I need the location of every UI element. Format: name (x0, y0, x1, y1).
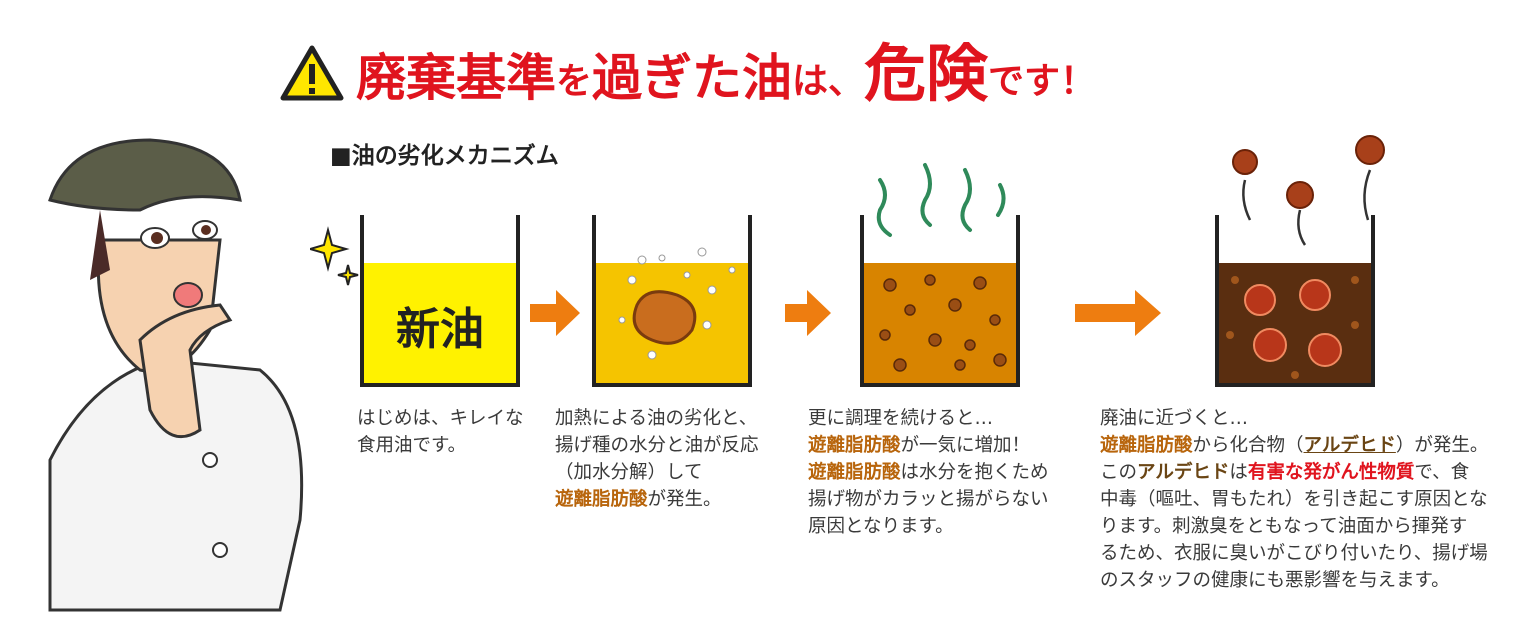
keyword-free-fatty-acid: 遊離脂肪酸 (555, 489, 648, 510)
oil-fill (1219, 263, 1371, 383)
beaker-waste-oil (1215, 215, 1375, 387)
step-4-description: 廃油に近づくと… 遊離脂肪酸から化合物（アルデヒド）が発生。 このアルデヒドは有… (1100, 405, 1488, 594)
chef-illustration (48, 138, 304, 612)
title-part: 過ぎた油 (592, 49, 793, 107)
desc-line: 遊離脂肪酸が一気に増加！ (808, 432, 1049, 459)
keyword-carcinogen: 有害な発がん性物質 (1247, 462, 1415, 483)
title-part: を (556, 61, 593, 102)
keyword-free-fatty-acid: 遊離脂肪酸 (808, 435, 901, 456)
desc-line: 遊離脂肪酸から化合物（アルデヒド）が発生。 (1100, 432, 1488, 459)
beaker-new-oil: 新油 (360, 215, 520, 387)
desc-line: 原因となります。 (808, 516, 954, 537)
desc-line: 廃油に近づくと… (1100, 408, 1249, 429)
desc-line: 加熱による油の劣化と、 (555, 408, 758, 429)
desc-line: このアルデヒドは有害な発がん性物質で、食 (1100, 459, 1488, 486)
arrow-right-icon (530, 290, 580, 336)
desc-line: （加水分解）して (555, 462, 703, 483)
desc-line: 中毒（嘔吐、胃もたれ）を引き起こす原因とな (1100, 489, 1488, 510)
step-2-description: 加熱による油の劣化と、 揚げ種の水分と油が反応 （加水分解）して 遊離脂肪酸が発… (555, 405, 759, 513)
new-oil-label: 新油 (396, 304, 484, 355)
title-part: は、 (792, 61, 865, 102)
arrow-right-icon (1075, 290, 1161, 336)
desc-line: 遊離脂肪酸が発生。 (555, 486, 759, 513)
aldehyde-particles (1226, 276, 1359, 379)
desc-text: は (1229, 462, 1248, 483)
keyword-free-fatty-acid: 遊離脂肪酸 (1100, 435, 1193, 456)
step-3-description: 更に調理を続けると… 遊離脂肪酸が一気に増加！ 遊離脂肪酸は水分を抱くため 揚げ… (808, 405, 1049, 540)
desc-line: ります。刺激臭をともなって油面から揮発す (1100, 516, 1468, 537)
desc-line: はじめは、キレイな (357, 408, 524, 429)
warning-icon (280, 45, 344, 101)
desc-text: ）が発生。 (1395, 435, 1489, 456)
desc-line: 更に調理を続けると… (808, 408, 994, 429)
desc-text: この (1100, 462, 1138, 483)
sparkle-icon (310, 226, 359, 286)
oil-fill (364, 263, 516, 383)
desc-text: は水分を抱くため (900, 462, 1049, 483)
desc-line: のスタッフの健康にも悪影響を与えます。 (1100, 570, 1450, 591)
desc-text: で、食 (1414, 462, 1470, 483)
fatty-acid-particles (879, 274, 1007, 372)
desc-line: るため、衣服に臭いがこびり付いたり、揚げ場 (1100, 543, 1488, 564)
title-part: です！ (988, 61, 1097, 102)
frying-food-icon (618, 247, 736, 360)
title-part: 廃棄基準 (356, 49, 556, 107)
desc-text: が一気に増加！ (900, 435, 1031, 456)
desc-text: から化合物（ (1192, 435, 1304, 456)
title-danger: 危険 (864, 37, 989, 110)
keyword-free-fatty-acid: 遊離脂肪酸 (808, 462, 901, 483)
desc-line: 遊離脂肪酸は水分を抱くため (808, 459, 1049, 486)
step-1-description: はじめは、キレイな 食用油です。 (357, 405, 524, 459)
steam-icon (876, 163, 1006, 237)
arrow-right-icon (785, 290, 831, 336)
keyword-aldehyde: アルデヒド (1137, 462, 1230, 483)
desc-text: が発生。 (647, 489, 722, 510)
beaker-hydrolysis (592, 215, 752, 387)
toxic-fumes-icon (1232, 135, 1385, 246)
page-title: 廃棄基準 を 過ぎた油 は、 危険 です！ (280, 30, 1096, 110)
desc-line: 食用油です。 (357, 435, 467, 456)
beaker-free-fatty-acid (860, 215, 1020, 387)
desc-line: 揚げ物がカラッと揚がらない (808, 489, 1049, 510)
keyword-aldehyde: アルデヒド (1303, 435, 1396, 456)
desc-line: 揚げ種の水分と油が反応 (555, 435, 759, 456)
section-heading: ■油の劣化メカニズム (330, 143, 559, 169)
